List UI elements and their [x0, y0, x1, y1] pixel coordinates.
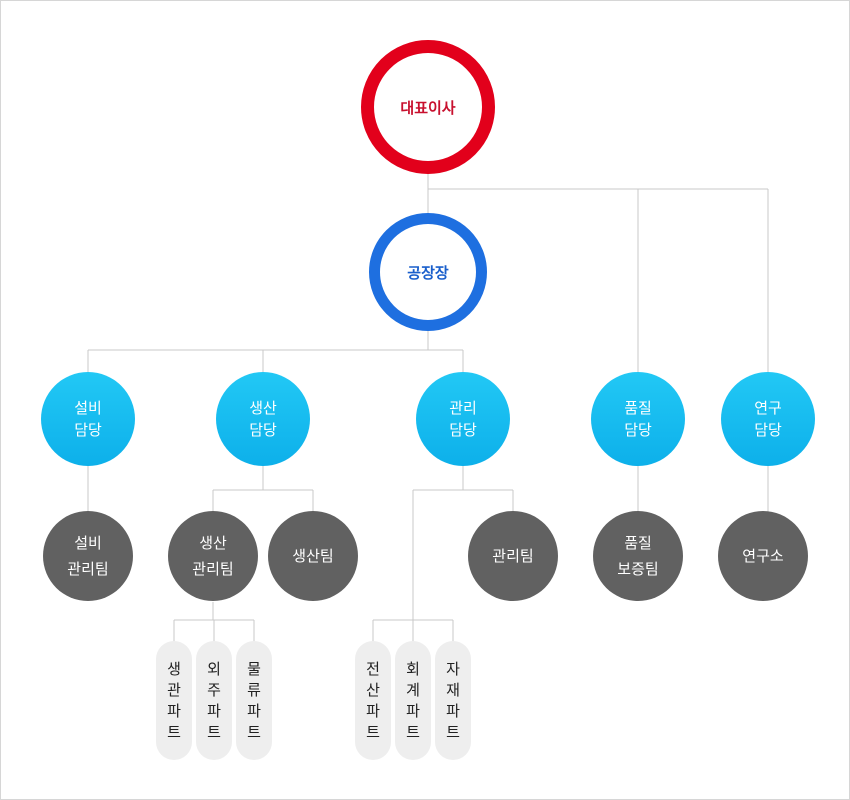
part-char: 류 [247, 680, 261, 699]
facility-management-team-node: 설비 관리팀 [43, 511, 133, 601]
production-management-team-line2: 관리팀 [192, 560, 234, 578]
part-char: 자 [446, 659, 460, 678]
research-dept-line1: 연구 [754, 399, 782, 417]
materials-part-node: 자 재 파 트 [435, 641, 471, 760]
facility-dept-node: 설비 담당 [41, 372, 135, 466]
ceo-label: 대표이사 [400, 98, 456, 117]
part-char: 주 [207, 680, 221, 699]
part-char: 트 [366, 722, 380, 741]
management-dept-line1: 관리 [449, 399, 477, 417]
research-lab-node: 연구소 [718, 511, 808, 601]
facility-management-team-line1: 설비 [74, 534, 102, 552]
part-char: 생 [167, 659, 181, 678]
part-char: 파 [366, 701, 380, 720]
quality-assurance-team-node: 품질 보증팀 [593, 511, 683, 601]
part-char: 계 [406, 680, 420, 699]
part-char: 트 [247, 722, 261, 741]
quality-dept-line1: 품질 [624, 399, 652, 417]
part-char: 트 [167, 722, 181, 741]
management-dept-node: 관리 담당 [416, 372, 510, 466]
part-char: 관 [167, 680, 181, 699]
part-char: 트 [406, 722, 420, 741]
part-char: 전 [366, 659, 380, 678]
production-dept-line1: 생산 [249, 399, 277, 417]
part-char: 트 [446, 722, 460, 741]
production-management-team-line1: 생산 [199, 534, 227, 552]
facility-dept-line2: 담당 [74, 421, 102, 439]
part-char: 산 [366, 680, 380, 699]
quality-dept-node: 품질 담당 [591, 372, 685, 466]
research-lab-label: 연구소 [742, 547, 784, 565]
facility-dept-line1: 설비 [74, 399, 102, 417]
part-char: 파 [207, 701, 221, 720]
quality-assurance-team-line1: 품질 [624, 534, 652, 552]
outsourcing-part-node: 외 주 파 트 [196, 641, 232, 760]
quality-dept-line2: 담당 [624, 421, 652, 439]
management-team-label: 관리팀 [492, 547, 534, 565]
management-team-node: 관리팀 [468, 511, 558, 601]
research-dept-node: 연구 담당 [721, 372, 815, 466]
production-management-team-node: 생산 관리팀 [168, 511, 258, 601]
accounting-part-node: 회 계 파 트 [395, 641, 431, 760]
facility-management-team-line2: 관리팀 [67, 560, 109, 578]
part-char: 파 [167, 701, 181, 720]
it-part-node: 전 산 파 트 [355, 641, 391, 760]
part-char: 회 [406, 659, 420, 678]
part-char: 재 [446, 680, 460, 699]
logistics-part-node: 물 류 파 트 [236, 641, 272, 760]
production-dept-node: 생산 담당 [216, 372, 310, 466]
part-char: 파 [446, 701, 460, 720]
production-team-label: 생산팀 [292, 547, 334, 565]
research-dept-line2: 담당 [754, 421, 782, 439]
part-char: 물 [247, 659, 261, 678]
part-char: 외 [207, 659, 221, 678]
quality-assurance-team-line2: 보증팀 [617, 560, 659, 578]
production-dept-line2: 담당 [249, 421, 277, 439]
production-team-node: 생산팀 [268, 511, 358, 601]
production-control-part-node: 생 관 파 트 [156, 641, 192, 760]
part-char: 파 [406, 701, 420, 720]
part-char: 파 [247, 701, 261, 720]
plant-manager-label: 공장장 [407, 263, 449, 282]
management-dept-line2: 담당 [449, 421, 477, 439]
ceo-node: 대표이사 [361, 40, 495, 174]
plant-manager-node: 공장장 [369, 213, 487, 331]
part-char: 트 [207, 722, 221, 741]
